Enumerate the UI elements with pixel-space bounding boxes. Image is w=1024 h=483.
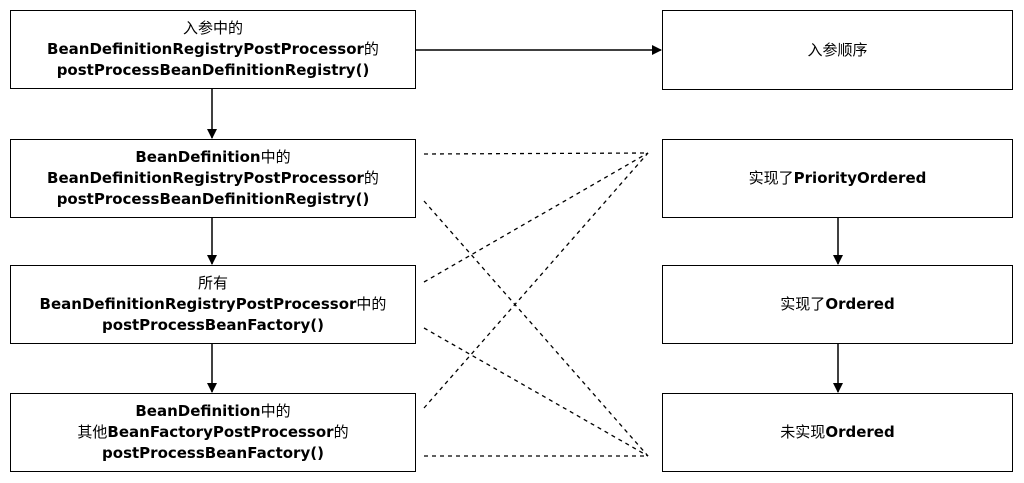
bold-text: postProcessBeanDefinitionRegistry() (56, 61, 370, 79)
dashed-left4-top (423, 152, 649, 409)
box-text-line: 其他BeanFactoryPostProcessor的 (77, 422, 348, 443)
box-text-line: 实现了PriorityOrdered (749, 168, 927, 189)
text: 实现了 (748, 169, 794, 187)
text: 中的 (260, 402, 291, 420)
text: 的 (363, 169, 379, 187)
box-text-line: BeanDefinition中的 (135, 401, 290, 422)
box-text-line: BeanDefinitionRegistryPostProcessor的 (47, 168, 379, 189)
left-box-4: BeanDefinition中的其他BeanFactoryPostProcess… (10, 393, 416, 472)
text: 入参顺序 (807, 40, 868, 59)
right-box-3: 实现了Ordered (662, 265, 1013, 344)
bold-text: BeanDefinitionRegistryPostProcessor (39, 295, 357, 313)
text: 所有 (197, 274, 228, 292)
dashed-left2-top (423, 152, 649, 155)
right-box-1: 入参顺序 (662, 10, 1013, 90)
bold-text: postProcessBeanFactory() (102, 316, 324, 334)
box-text-line: 入参中的 (183, 18, 243, 39)
box-text-line: BeanDefinition中的 (135, 147, 290, 168)
box-text-line: postProcessBeanFactory() (102, 315, 324, 336)
box-text-line: BeanDefinitionRegistryPostProcessor中的 (40, 294, 387, 315)
box-text-line: postProcessBeanDefinitionRegistry() (57, 60, 370, 81)
box-text-line: 所有 (198, 273, 228, 294)
box-text-line: BeanDefinitionRegistryPostProcessor的 (47, 39, 379, 60)
right-box-4: 未实现Ordered (662, 393, 1013, 472)
left-box-1: 入参中的 BeanDefinitionRegistryPostProcessor的… (10, 10, 416, 89)
box-text-line: postProcessBeanDefinitionRegistry() (57, 189, 370, 210)
bold-text: BeanDefinition (135, 402, 261, 420)
bold-text: BeanDefinitionRegistryPostProcessor (47, 169, 364, 187)
right-box-2: 实现了PriorityOrdered (662, 139, 1013, 218)
text: 入参中的 (182, 19, 243, 37)
bold-text: Ordered (825, 295, 895, 313)
text: 实现了 (780, 295, 826, 313)
dashed-left3-bottom (423, 327, 649, 457)
box-text-line: 实现了Ordered (780, 294, 894, 315)
text: 中的 (356, 295, 387, 313)
bold-text: Ordered (825, 423, 895, 441)
bold-text: postProcessBeanDefinitionRegistry() (56, 190, 370, 208)
text: 的 (333, 423, 349, 441)
text: 的 (363, 40, 379, 58)
box-text-line: 入参顺序 (807, 40, 867, 61)
text: 未实现 (780, 423, 826, 441)
bold-text: BeanDefinitionRegistryPostProcessor (47, 40, 364, 58)
box-text-line: 未实现Ordered (780, 422, 894, 443)
text: 其他 (77, 423, 108, 441)
bold-text: postProcessBeanFactory() (102, 444, 324, 462)
bold-text: PriorityOrdered (793, 169, 927, 187)
box-text-line: postProcessBeanFactory() (102, 443, 324, 464)
bold-text: BeanFactoryPostProcessor (107, 423, 334, 441)
dashed-left2-bottom (423, 200, 649, 457)
bold-text: BeanDefinition (135, 148, 261, 166)
text: 中的 (260, 148, 291, 166)
dashed-left3-top (423, 152, 649, 283)
